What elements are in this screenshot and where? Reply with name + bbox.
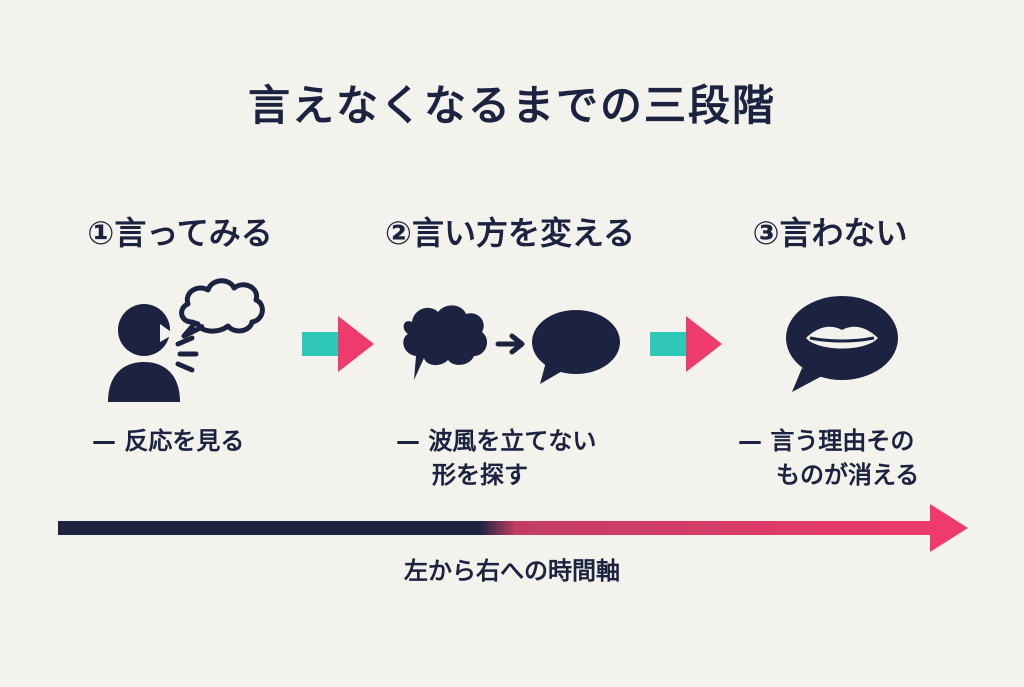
stage-1-title: ①言ってみる — [87, 214, 273, 252]
stage-arrow-icon — [650, 316, 722, 372]
stage-1-description: — 反応を見る — [92, 424, 244, 458]
stage-2-description: — 波風を立てない 形を探す — [396, 424, 596, 492]
bubble-transform-icon — [403, 305, 620, 384]
stage-3-title: ③言わない — [752, 214, 908, 252]
stage-3-desc-line-1: — 言う理由その — [738, 427, 915, 455]
diagram-title: 言えなくなるまでの三段階 — [247, 81, 776, 130]
stage-3-description: — 言う理由その ものが消える — [738, 424, 919, 492]
stage-1-desc-line: — 反応を見る — [92, 427, 245, 455]
timeline-label: 左から右への時間軸 — [404, 557, 620, 585]
timeline-bar — [58, 521, 938, 535]
stage-3-desc-line-2: ものが消える — [776, 461, 920, 489]
closed-lips-bubble-icon — [786, 296, 898, 392]
stage-2-desc-line-1: — 波風を立てない — [396, 427, 597, 455]
timeline-arrowhead — [930, 504, 968, 552]
stage-2-desc-line-2: 形を探す — [432, 461, 528, 489]
stage-arrow-icon — [302, 316, 374, 372]
speaking-person-icon — [108, 278, 265, 402]
stage-2-title: ②言い方を変える — [384, 214, 636, 252]
